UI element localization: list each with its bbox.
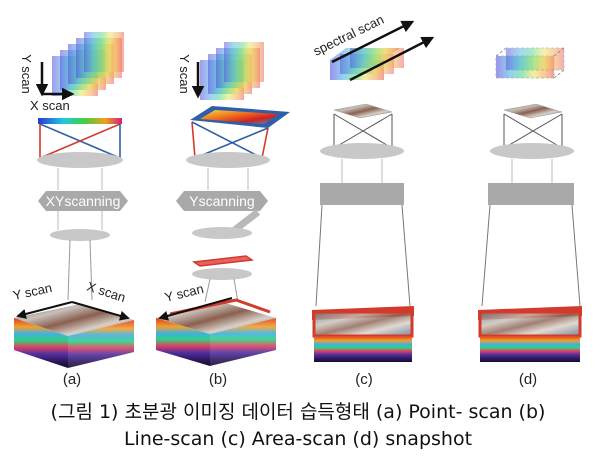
- panel-label-c: (c): [355, 371, 373, 388]
- x-scan-bottom-label-a: X scan: [85, 279, 127, 306]
- spectral-scan-arrow-2: [349, 36, 435, 82]
- spectral-cube-d: [495, 47, 565, 79]
- spectral-cube-b: [200, 42, 264, 100]
- sample-cube-d: [478, 306, 582, 362]
- lens-b-3: [192, 268, 252, 280]
- x-scan-bottom-arrow-a: [71, 301, 130, 321]
- lens-a-2: [50, 229, 110, 241]
- spectral-frame-b: [190, 106, 290, 128]
- spectral-cube-a: [52, 32, 124, 96]
- y-scan-bottom-arrow-b: [158, 297, 233, 321]
- yscanning-block: [176, 191, 268, 211]
- y-scan-bottom-label-b: Y scan: [163, 281, 205, 305]
- y-scan-label-b: Y scan: [177, 54, 192, 94]
- filter-block-d: [488, 183, 574, 205]
- panel-label-a: (a): [63, 371, 81, 388]
- xyscanning-label: XYscanning: [46, 193, 121, 209]
- y-scan-bottom-label-a: Y scan: [12, 280, 54, 303]
- sample-cube-c: [312, 306, 414, 362]
- figure-caption-line-2: Line-scan (c) Area-scan (d) snapshot: [123, 428, 473, 450]
- panel-label-b: (b): [209, 371, 227, 388]
- frame-rays-d: [503, 113, 563, 149]
- figure-caption-line-1: (그림 1) 초분광 이미징 데이터 습득형태 (a) Point- scan …: [50, 401, 546, 423]
- x-scan-label-a: X scan: [30, 98, 70, 113]
- spectral-cube-c: [330, 48, 404, 80]
- panel-d: (d): [478, 47, 582, 388]
- spectral-scan-arrow-1: [331, 20, 415, 64]
- xyscanning-block: [38, 191, 128, 211]
- image-frame-d: [503, 103, 563, 119]
- lens-a-1: [37, 152, 123, 168]
- light-rays-a: [39, 123, 121, 159]
- image-frame-c: [333, 103, 393, 119]
- acquisition-diagram: Y scan X scan XYscanning Y scan X: [12, 12, 582, 388]
- panel-b: Y scan Yscanning Y scan: [156, 42, 290, 388]
- lens-b-1: [186, 152, 270, 168]
- panel-label-d: (d): [519, 371, 537, 388]
- panel-c: spectral scan (c): [311, 12, 435, 388]
- lens-d: [490, 143, 574, 159]
- frame-rays-c: [333, 113, 393, 149]
- panel-a: Y scan X scan XYscanning Y scan X: [12, 32, 134, 388]
- yscanning-label: Yscanning: [189, 193, 254, 209]
- light-rays-b: [191, 121, 269, 159]
- spectrometer-bar-a: [38, 118, 122, 124]
- sample-cube-b: [156, 298, 276, 366]
- y-scan-bottom-arrow-a: [16, 301, 73, 319]
- lens-c: [320, 143, 404, 159]
- filter-block-c: [320, 183, 404, 205]
- lens-b-2: [192, 227, 252, 239]
- y-scan-label-a: Y scan: [19, 54, 34, 94]
- slit-b: [191, 255, 255, 267]
